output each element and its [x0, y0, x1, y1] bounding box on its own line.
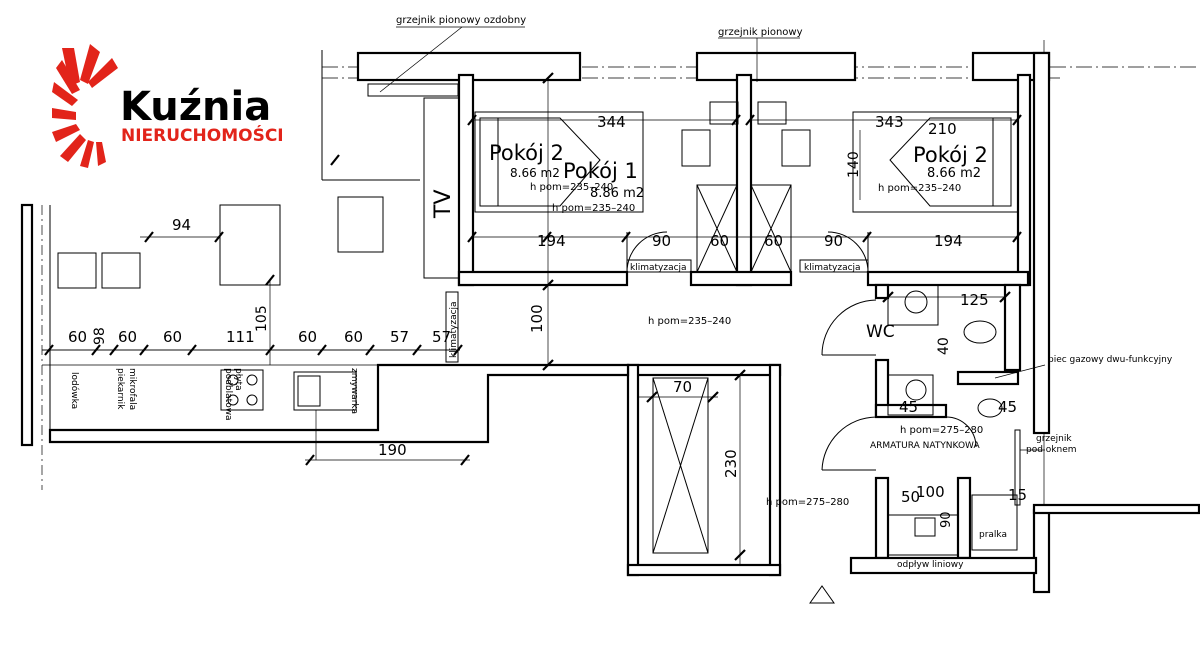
- room2-right-height: h pom=235–240: [878, 183, 961, 194]
- dim: 111: [226, 328, 255, 346]
- dim: 194: [934, 232, 963, 250]
- room1-area: 8.86 m2: [590, 186, 644, 201]
- label-gas-boiler: piec gazowy dwu-funkcyjny: [1048, 355, 1173, 365]
- room2-left-name: Pokój 2: [489, 141, 564, 165]
- label-hob-1: płyta: [233, 368, 243, 391]
- label-radiator-vertical: grzejnik pionowy: [718, 27, 803, 38]
- bath-height: h pom=275–280: [900, 425, 983, 436]
- logo: Kuźnia NIERUCHOMOŚCI: [52, 44, 284, 168]
- logo-subtitle: NIERUCHOMOŚCI: [121, 124, 284, 146]
- label-dishwasher: zmywarka: [349, 368, 359, 414]
- label-tv: TV: [431, 190, 456, 220]
- dim: 50: [901, 488, 920, 506]
- furniture: [42, 50, 1021, 604]
- labels: grzejnik pionowy ozdobny grzejnik pionow…: [68, 15, 1173, 570]
- label-microwave-1: mikrofala: [127, 368, 137, 410]
- room1-height: h pom=235–240: [552, 203, 635, 214]
- dim: 194: [537, 232, 566, 250]
- dimension-lines: [42, 78, 1018, 565]
- dim: 60: [764, 232, 783, 250]
- dim: 60: [344, 328, 363, 346]
- room1-name: Pokój 1: [563, 159, 638, 183]
- label-aircon-2: klimatyzacja: [804, 263, 861, 273]
- label-radiator-decorative: grzejnik pionowy ozdobny: [396, 15, 526, 26]
- dim: 60: [298, 328, 317, 346]
- logo-name: Kuźnia: [120, 84, 271, 130]
- dim: 60: [710, 232, 729, 250]
- dim: 105: [254, 305, 270, 332]
- dim: 190: [378, 441, 407, 459]
- label-wc: WC: [866, 322, 895, 342]
- label-microwave-2: piekarnik: [115, 368, 125, 410]
- lower-height: h pom=275–280: [766, 497, 849, 508]
- dimension-ticks: [44, 72, 1022, 561]
- dim: 90: [652, 232, 671, 250]
- dim: 94: [172, 216, 191, 234]
- doors: [626, 231, 977, 471]
- label-aircon-3: klimatyzacja: [449, 301, 459, 358]
- dim: 90: [824, 232, 843, 250]
- room2-right-name: Pokój 2: [913, 143, 988, 167]
- label-drain: odpływ liniowy: [897, 560, 964, 570]
- room2-right-area: 8.66 m2: [927, 166, 981, 181]
- label-washer: pralka: [979, 530, 1007, 540]
- dim: 344: [597, 113, 626, 131]
- hall-height: h pom=235–240: [648, 316, 731, 327]
- dim: 45: [899, 398, 918, 416]
- dim: 60: [163, 328, 182, 346]
- label-hob-2: podblatowa: [223, 368, 233, 421]
- wardrobes: [652, 184, 792, 554]
- dim: 70: [673, 378, 692, 396]
- room2-left-area: 8.66 m2: [510, 166, 560, 180]
- dim: 90: [939, 511, 954, 528]
- label-fittings: ARMATURA NATYNKOWA: [870, 441, 980, 451]
- dim: 100: [916, 483, 945, 501]
- room2-left-height: h pom=235–240: [530, 182, 613, 193]
- dim: 140: [846, 151, 862, 178]
- label-radiator-window-2: pod oknem: [1026, 445, 1077, 455]
- logo-sunburst-icon: [52, 44, 118, 168]
- dim: 98: [92, 327, 108, 345]
- dim: 57: [390, 328, 409, 346]
- label-fridge: lodówka: [69, 372, 80, 409]
- dim: 230: [722, 449, 740, 478]
- dim: 100: [528, 304, 546, 333]
- dim: 210: [928, 120, 957, 138]
- label-aircon-1: klimatyzacja: [630, 263, 687, 273]
- label-radiator-window-1: grzejnik: [1036, 434, 1072, 444]
- dim: 40: [936, 337, 952, 355]
- dim: 45: [998, 398, 1017, 416]
- dim: 60: [118, 328, 137, 346]
- dim: 60: [68, 328, 87, 346]
- dim: 57: [432, 328, 451, 346]
- dim: 343: [875, 113, 904, 131]
- dim: 15: [1008, 486, 1027, 504]
- walls: [20, 51, 1200, 594]
- dim: 125: [960, 291, 989, 309]
